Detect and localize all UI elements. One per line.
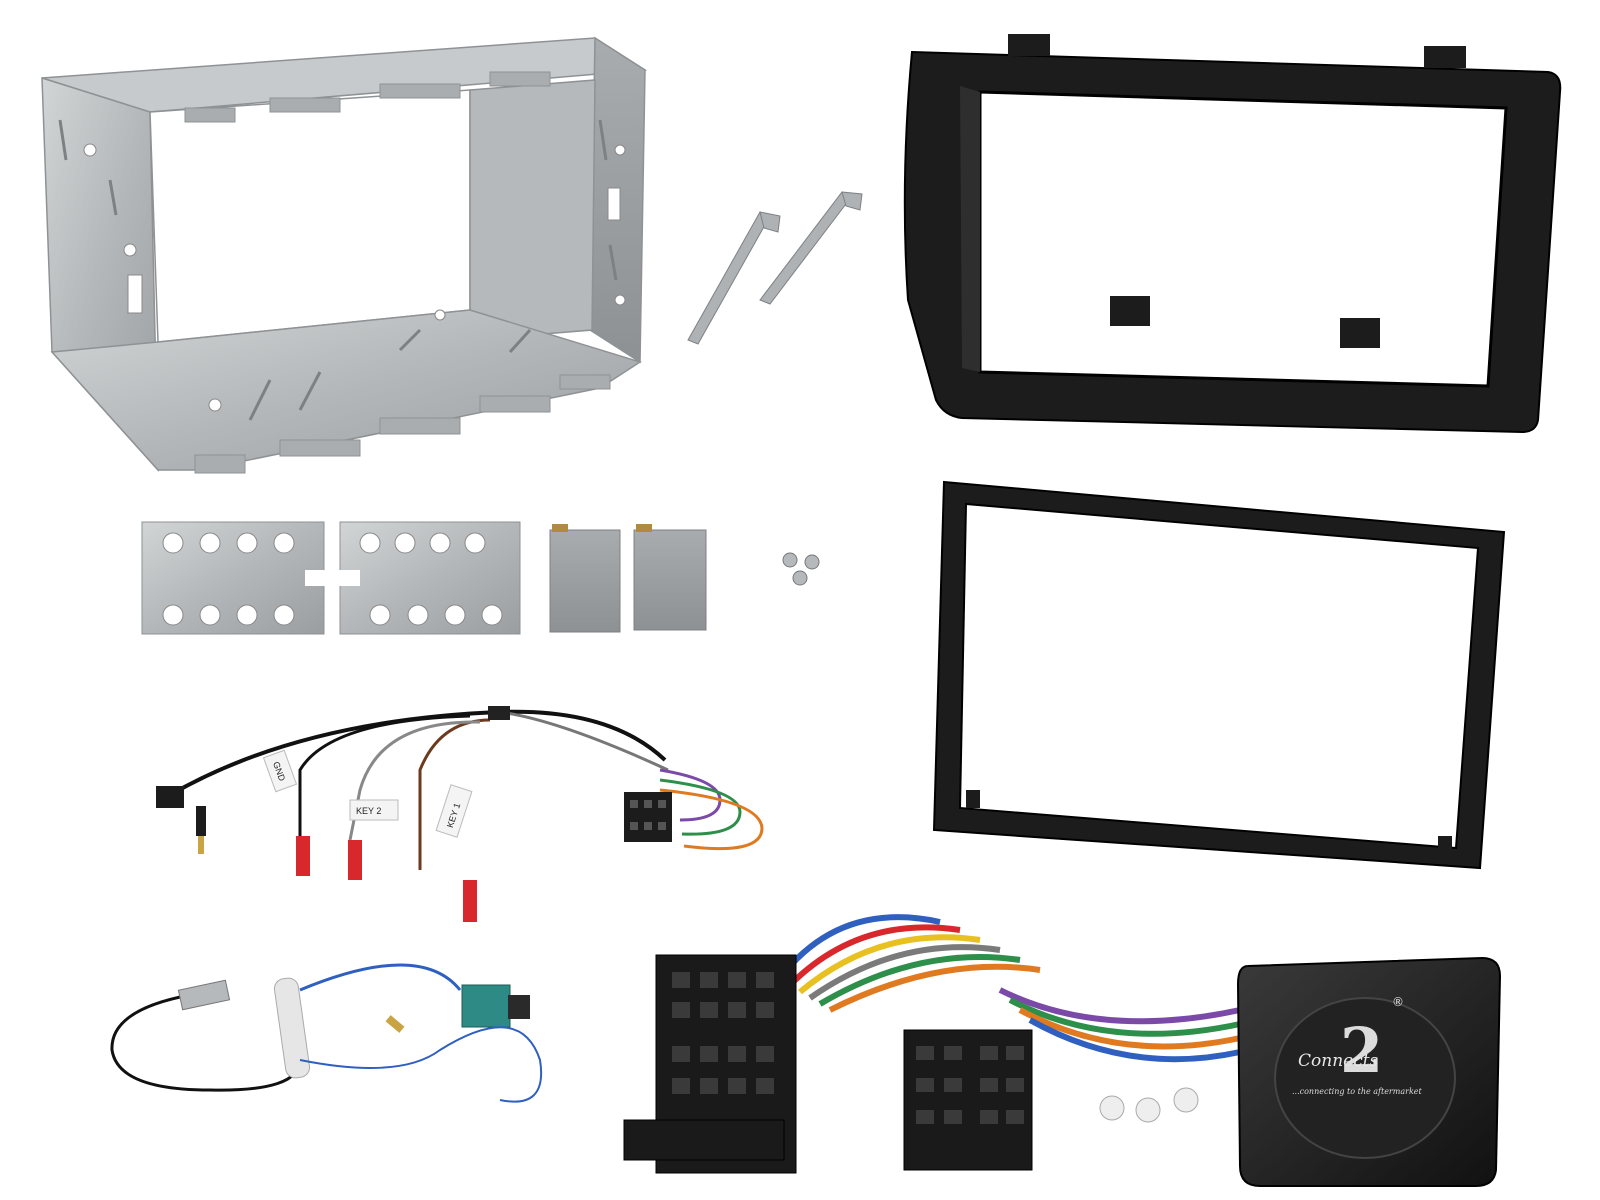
patch-lead: GND KEY 2 KEY 1 bbox=[156, 706, 764, 922]
wire-label-key1: KEY 1 bbox=[435, 784, 473, 838]
iso-harness bbox=[623, 914, 1241, 1174]
fascia-panel-upper bbox=[903, 34, 1562, 434]
wire-label-key2: KEY 2 bbox=[349, 799, 399, 821]
mounting-plates bbox=[141, 521, 820, 635]
svg-text:Connects: Connects bbox=[1298, 1051, 1379, 1071]
din-cage bbox=[41, 36, 648, 474]
svg-text:®: ® bbox=[1392, 995, 1404, 1009]
svg-text:KEY 2: KEY 2 bbox=[356, 806, 381, 816]
fascia-panel-lower bbox=[932, 480, 1506, 870]
svg-text:2: 2 bbox=[1340, 1014, 1383, 1087]
bracket-strips bbox=[549, 524, 707, 633]
svg-text:...connecting to the aftermark: ...connecting to the aftermarket bbox=[1292, 1087, 1423, 1096]
side-plate-right bbox=[339, 521, 521, 635]
screws bbox=[782, 552, 820, 586]
removal-keys bbox=[687, 191, 863, 345]
aerial-adapter bbox=[110, 963, 543, 1103]
brand-logo: 2 ® Connects ...connecting to the afterm… bbox=[1292, 995, 1423, 1096]
wire-label-gnd: GND bbox=[262, 749, 298, 793]
interface-box: 2 ® Connects ...connecting to the afterm… bbox=[1236, 956, 1502, 1187]
side-plate-left bbox=[141, 521, 325, 635]
